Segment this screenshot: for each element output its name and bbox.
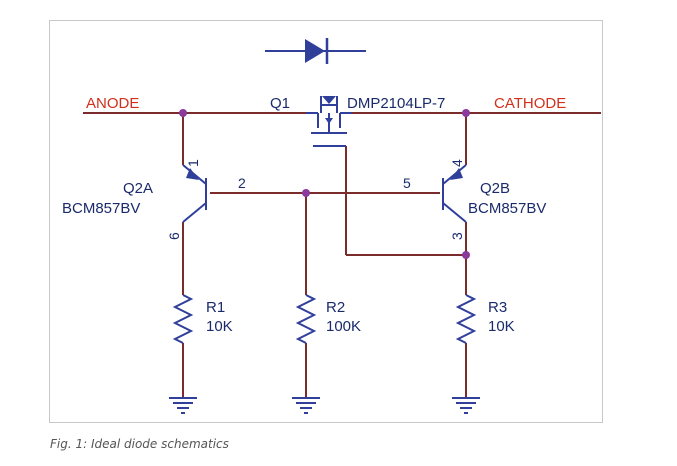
r1-ref: R1 [206,299,225,316]
schematic-frame [49,20,603,423]
wires [83,112,601,380]
q2b-ref: Q2B [480,180,510,197]
ground-icon [291,379,321,414]
r3-value: 10K [488,318,515,335]
ground-icon [451,379,481,414]
q2a-pin-base: 2 [238,175,246,191]
figure-caption: Fig. 1: Ideal diode schematics [50,437,229,451]
net-label-anode: ANODE [86,95,139,112]
r1-symbol [174,294,192,344]
diode-symbol [265,38,366,64]
r3-ref: R3 [488,299,507,316]
q2a-pin-collector: 6 [166,232,182,240]
q2a-ref: Q2A [123,180,153,197]
r3-symbol [457,294,475,344]
q1-part: DMP2104LP-7 [347,95,445,112]
q2b-pin-collector: 3 [449,232,465,240]
q2b-pin-emitter: 4 [449,159,465,167]
r1-value: 10K [206,318,233,335]
q1-ref: Q1 [270,95,290,112]
q1-mosfet-symbol [306,96,352,147]
q2a-pin-emitter: 1 [185,159,201,167]
q2a-transistor-symbol [182,164,207,223]
ground-icon [168,379,198,414]
r2-symbol [297,294,315,344]
junction-dots [179,109,470,259]
q2b-part: BCM857BV [468,200,546,217]
q2a-part: BCM857BV [62,200,140,217]
q2b-pin-base: 5 [403,175,411,191]
r2-value: 100K [326,318,361,335]
r2-ref: R2 [326,299,345,316]
q2b-transistor-symbol [442,164,467,223]
net-label-cathode: CATHODE [494,95,566,112]
